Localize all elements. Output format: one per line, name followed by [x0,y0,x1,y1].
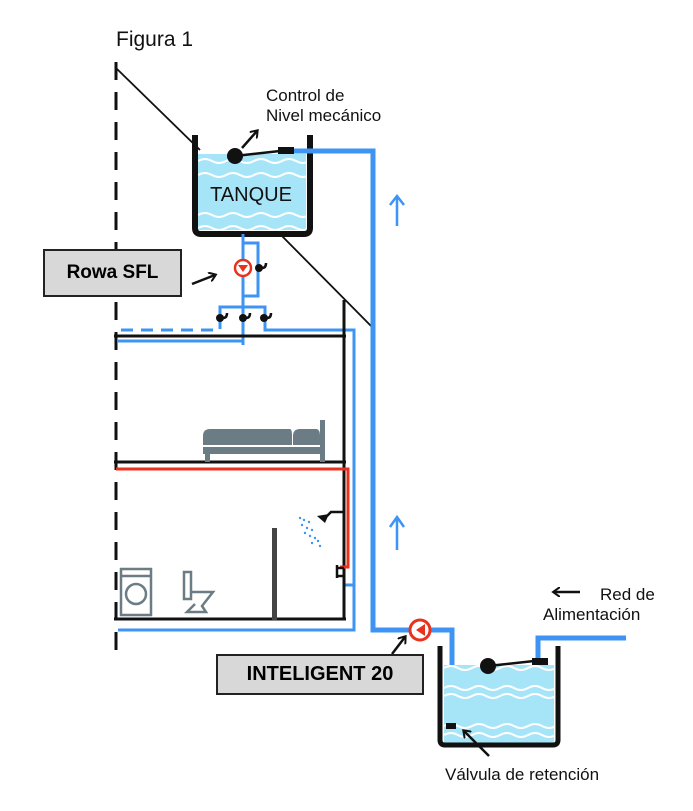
level-control-arrow [241,131,257,149]
faucet-icons [216,262,273,322]
flow-arrow-up-icon [389,193,405,226]
lower-float-valve-icon [532,658,548,665]
flow-arrow-up-icon-2 [388,514,406,550]
bed-icon [203,420,325,462]
lower-tank-waves [443,665,557,738]
upper-tank-wall [192,135,313,237]
roof-line-right [279,233,376,331]
booster-pump-label: Rowa SFL [43,249,182,297]
roof-line-left [115,67,201,151]
level-control-label: Control de Nivel mecánico [266,86,381,125]
upper-tank-waves [197,158,311,231]
upper-float-arm [234,149,281,158]
hot-water-pipe [116,467,350,569]
supply-label-line1: Red de [600,585,655,604]
lower-tank-water [444,665,554,743]
building-structure [114,300,346,621]
shower-icon [298,510,344,548]
supply-label-line2: Alimentación [543,604,641,624]
level-control-label-line2: Nivel mecánico [266,105,382,125]
toilet-icon [182,570,216,614]
check-valve-label: Válvula de retención [445,765,600,784]
tank-label: TANQUE [210,184,292,206]
supply-pipe [535,635,626,660]
washing-machine-icon [119,567,153,617]
check-valve-pointer-arrow [464,731,490,757]
level-control-label-line1: Control de [266,86,345,105]
rowa-pointer-arrow [191,275,215,286]
upper-float-valve-icon [278,147,294,154]
check-valve-icon [446,723,456,729]
inteligent-pointer-arrow [391,637,405,655]
main-riser-pipe [294,148,455,725]
partition-wall [272,528,277,620]
figure-title: Figura 1 [116,28,194,51]
lower-tank-wall [437,646,561,748]
main-pump-label: INTELIGENT 20 [216,654,424,695]
supply-network-label: Red de Alimentación [543,585,655,624]
mixer-tap-icon [335,565,344,578]
